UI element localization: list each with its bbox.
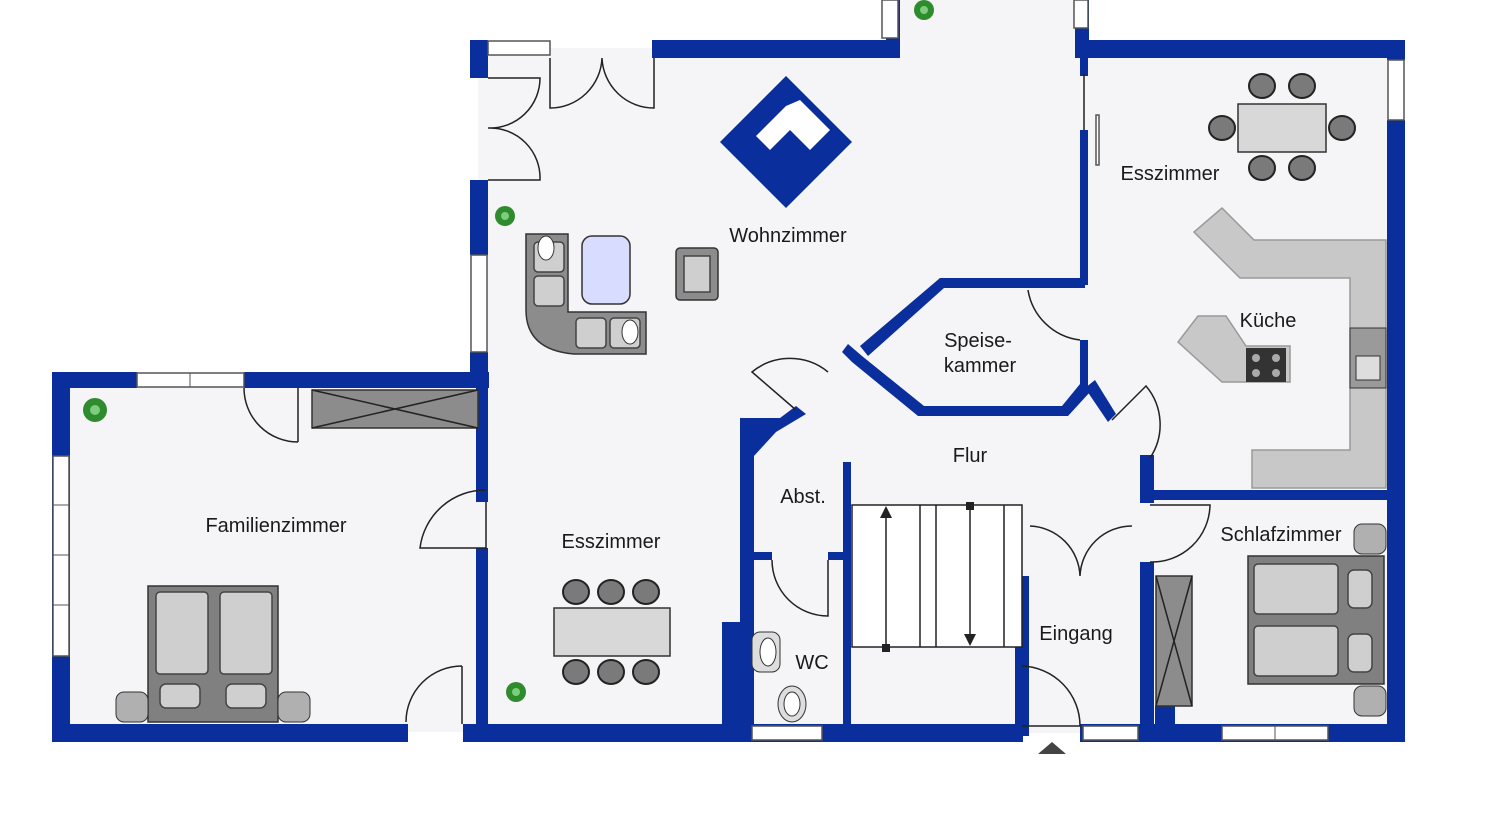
staircase (851, 502, 1023, 652)
stove-icon (1246, 348, 1286, 382)
plant-icon (495, 206, 515, 226)
doors (243, 57, 1211, 727)
chair-icon (562, 659, 590, 685)
room-labels: Wohnzimmer Esszimmer Küche Speise- kamme… (205, 163, 1341, 674)
chair-icon (1288, 73, 1316, 99)
label-esszimmer-right: Esszimmer (1121, 163, 1220, 185)
label-wc: WC (795, 652, 828, 674)
label-schlafzimmer: Schlafzimmer (1220, 524, 1341, 546)
dining-table-right (1237, 103, 1327, 153)
label-flur: Flur (953, 445, 988, 467)
label-eingang: Eingang (1039, 623, 1112, 645)
label-speisekammer-2: kammer (944, 355, 1017, 377)
bed-icon (115, 585, 311, 723)
chair-icon (597, 659, 625, 685)
wardrobe (311, 389, 479, 429)
sofa-icon (525, 233, 647, 355)
chair-icon (1248, 155, 1276, 181)
label-wohnzimmer: Wohnzimmer (729, 225, 847, 247)
windows (52, 0, 1405, 741)
plant-icon (914, 0, 934, 20)
sink-icon (751, 631, 781, 673)
bed-icon (1247, 523, 1387, 717)
toilet-icon (777, 685, 807, 723)
chair-icon (632, 659, 660, 685)
wardrobe-bedroom (1155, 575, 1193, 707)
label-esszimmer-left: Esszimmer (562, 531, 661, 553)
label-kueche: Küche (1240, 310, 1297, 332)
coffee-table (581, 235, 631, 305)
dining-table-left (553, 607, 671, 657)
chair-icon (1288, 155, 1316, 181)
armchair-icon (675, 247, 719, 301)
chair-icon (597, 579, 625, 605)
label-abst: Abst. (780, 486, 826, 508)
chair-icon (1208, 115, 1236, 141)
label-speisekammer-1: Speise- (944, 330, 1012, 352)
chair-icon (632, 579, 660, 605)
rug (720, 76, 852, 208)
chair-icon (1328, 115, 1356, 141)
label-familienzimmer: Familienzimmer (205, 515, 346, 537)
chairs (562, 73, 1356, 685)
chair-icon (562, 579, 590, 605)
plant-icon (83, 398, 107, 422)
plant-icon (506, 682, 526, 702)
entrance-arrow-icon (1038, 742, 1066, 754)
chair-icon (1248, 73, 1276, 99)
